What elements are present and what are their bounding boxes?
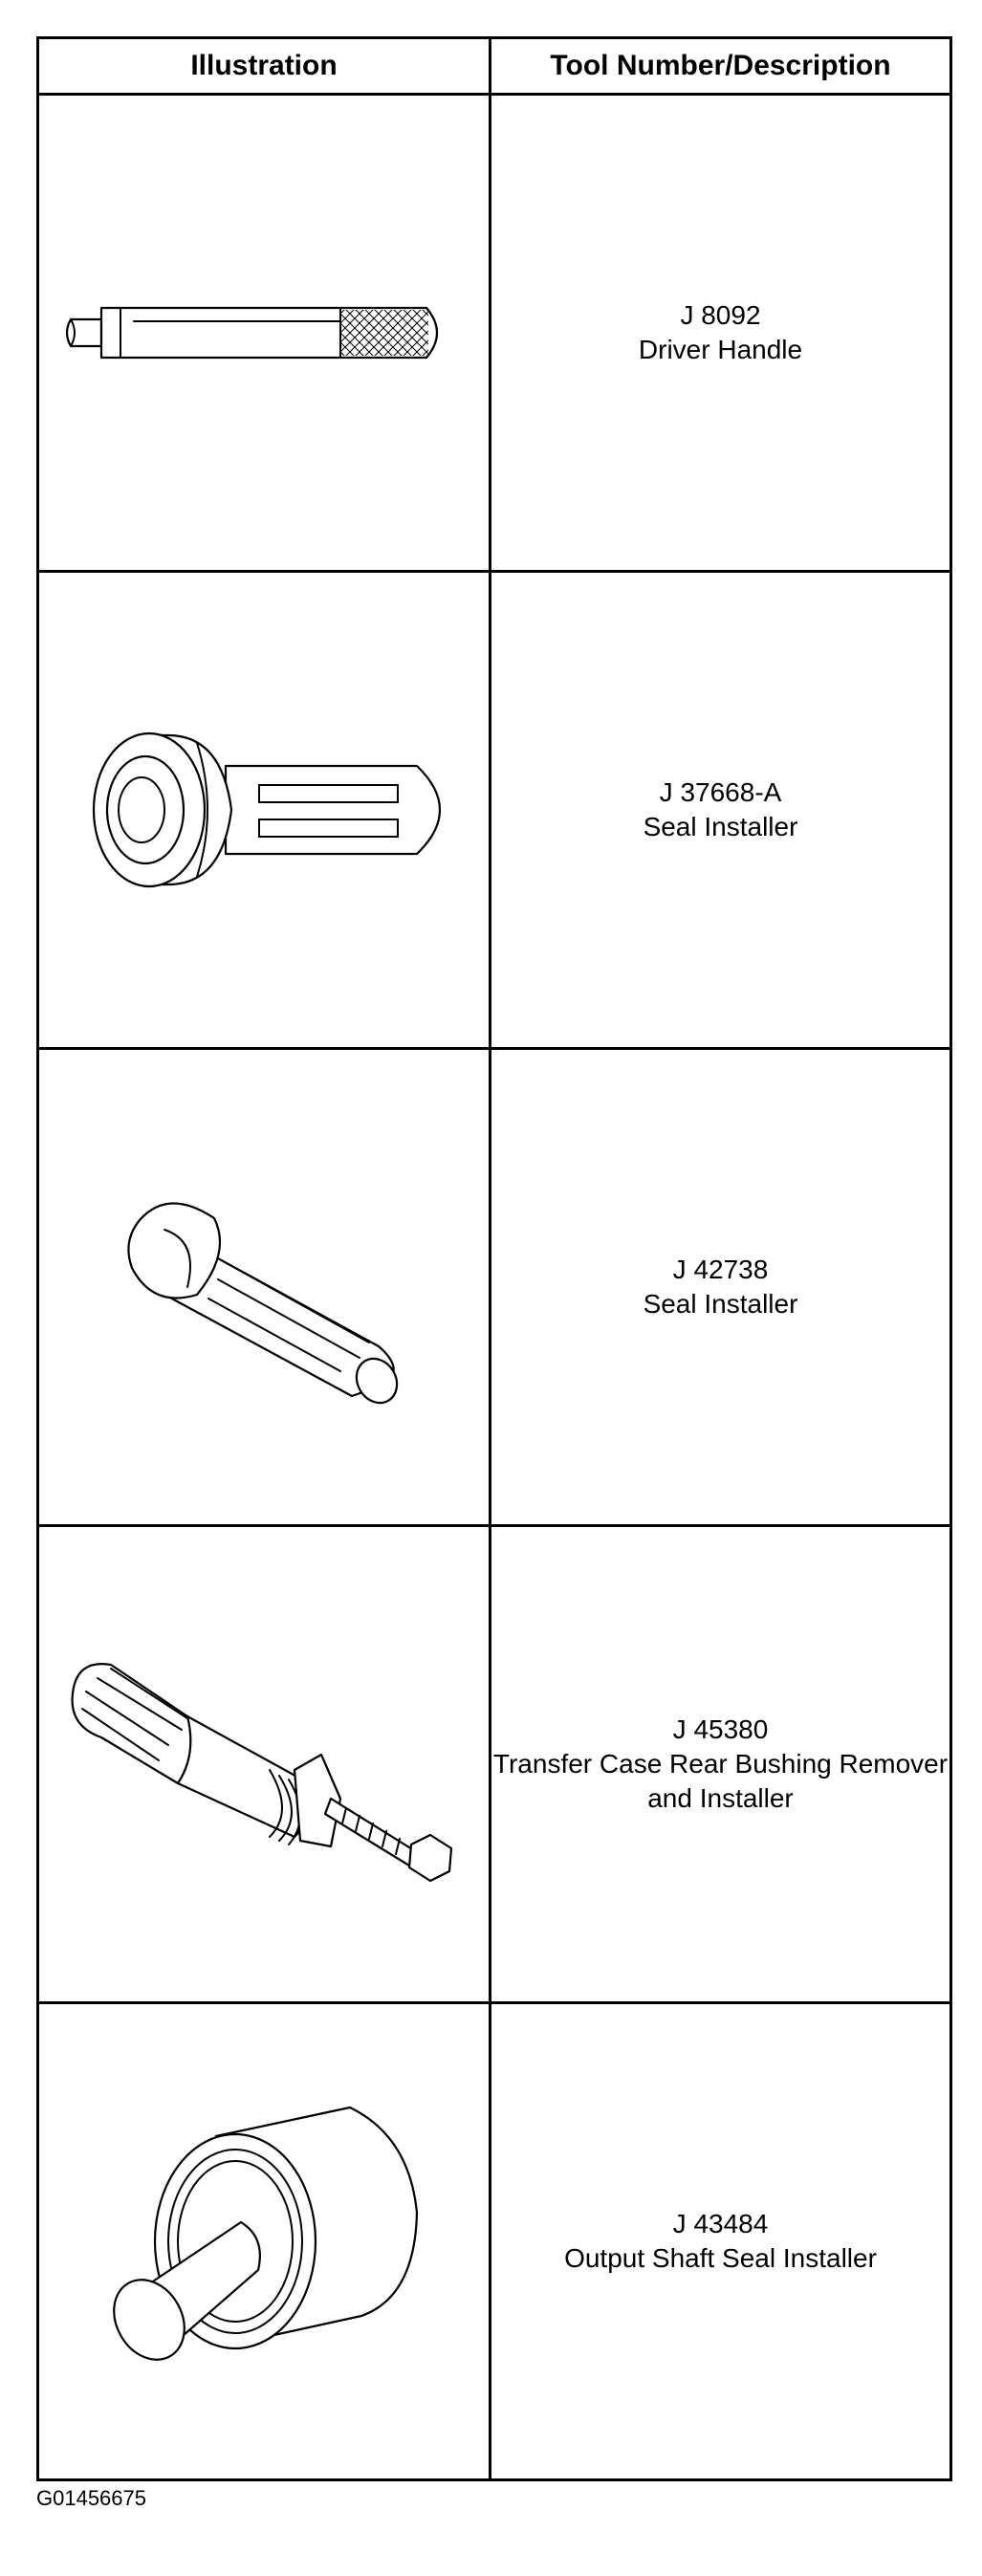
description-cell: J 37668-A Seal Installer [489,570,952,1050]
tool-description: Seal Installer [643,1289,798,1319]
illustration-cell [36,2001,491,2481]
tool-description: Driver Handle [638,335,803,364]
tool-description: Transfer Case Rear Bushing Remover and I… [492,1749,949,1813]
illustration-cell [36,1047,491,1527]
table-row: J 8092 Driver Handle [36,93,952,573]
seal-installer-icon [92,731,441,888]
description-cell: J 8092 Driver Handle [489,93,952,573]
description-cell: J 42738 Seal Installer [489,1047,952,1527]
illustration-cell [36,570,491,1050]
tool-description: Output Shaft Seal Installer [564,2243,877,2273]
driver-handle-icon [65,306,439,360]
illustration-cell [36,93,491,573]
bushing-remover-installer-icon [71,1663,453,1883]
table-row: J 43484 Output Shaft Seal Installer [36,2001,952,2481]
description-cell: J 43484 Output Shaft Seal Installer [489,2001,952,2481]
tool-description: Seal Installer [643,812,798,841]
seal-installer-icon [127,1202,399,1405]
tool-number: J 43484 [672,2209,769,2238]
special-tools-table: Illustration Tool Number/Description [36,36,952,2481]
header-illustration: Illustration [36,36,491,96]
description-cell: J 45380 Transfer Case Rear Bushing Remov… [489,1524,952,2004]
table-header-row: Illustration Tool Number/Description [36,36,952,96]
figure-id: G01456675 [36,2486,146,2510]
illustration-cell [36,1524,491,2004]
header-tool-number-description: Tool Number/Description [489,36,952,96]
output-shaft-seal-installer-icon [113,2106,419,2361]
table-row: J 42738 Seal Installer [36,1047,952,1527]
tool-number: J 37668-A [659,777,782,807]
tool-number: J 8092 [680,300,761,330]
tool-number: J 45380 [672,1714,769,1744]
tool-number: J 42738 [672,1255,769,1284]
table-row: J 37668-A Seal Installer [36,570,952,1050]
table-row: J 45380 Transfer Case Rear Bushing Remov… [36,1524,952,2004]
